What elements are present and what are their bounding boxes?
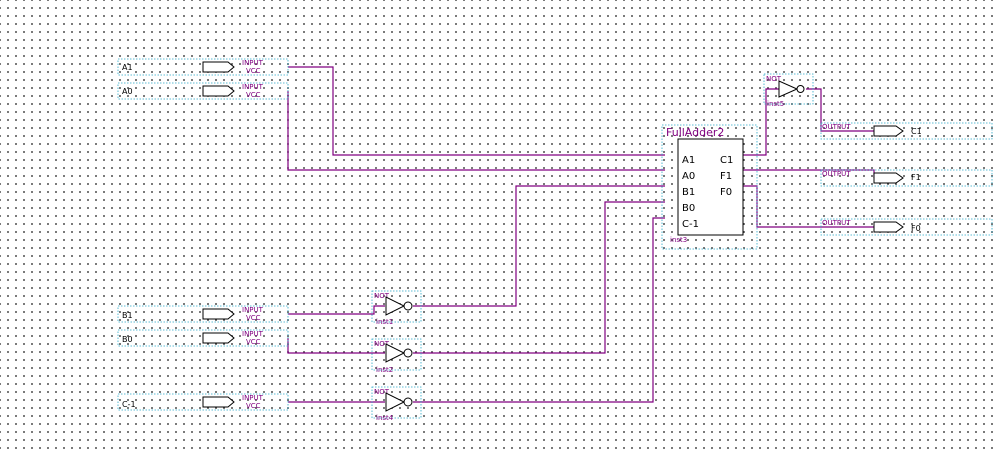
not-gate-bubble — [403, 348, 413, 358]
full-adder-body — [677, 138, 744, 236]
input-pin-frame — [117, 393, 289, 411]
not-gate-frame — [371, 338, 422, 371]
not-gate-bubble — [403, 301, 413, 311]
not-gate-frame — [371, 290, 422, 323]
output-pin-symbol — [873, 172, 904, 184]
input-pin-sub: VCC — [246, 338, 261, 346]
output-pin-symbol — [873, 221, 904, 233]
not-gate-symbol — [385, 296, 406, 316]
input-pin-frame — [117, 329, 289, 347]
wire-in-b0 — [287, 338, 385, 354]
input-pin-name: B0 — [122, 335, 133, 344]
input-pin-name: B1 — [122, 311, 133, 320]
adder-port-b1: B1 — [682, 187, 695, 198]
input-pin-c-1[interactable]: C-1 INPUT VCC — [117, 393, 289, 411]
adder-port-a1: A1 — [682, 155, 695, 166]
not-gate-frame — [763, 73, 814, 105]
full-adder-block[interactable]: FullAdder2 A1 A0 B1 B0 C-1 C1 F1 F0 inst… — [661, 124, 758, 250]
input-pin-symbol — [202, 332, 235, 344]
output-pin-f1[interactable]: OUTPUT F1 — [820, 169, 993, 187]
input-pin-sub: VCC — [246, 91, 261, 99]
wires — [287, 66, 875, 403]
not-gate-inst: inst1 — [376, 318, 393, 326]
not-gate-frame — [371, 386, 422, 419]
not-gate-inst2[interactable]: NOT inst2 — [371, 338, 422, 374]
input-pin-frame — [117, 82, 289, 100]
adder-port-f0: F0 — [720, 187, 732, 198]
wire-a0 — [287, 91, 665, 171]
input-pin-symbol — [202, 61, 235, 73]
not-gate-label: NOT — [374, 292, 390, 300]
input-pin-tag: INPUT — [242, 59, 264, 67]
wire-b0 — [413, 201, 665, 354]
wire-f1 — [743, 169, 875, 178]
output-pin-tag: OUTPUT — [822, 123, 851, 131]
wire-not-to-c1 — [806, 88, 874, 132]
not-gate-inst5[interactable]: NOT inst5 — [763, 73, 814, 108]
input-pin-sub: VCC — [246, 402, 261, 410]
output-pin-symbol — [873, 125, 904, 137]
output-pin-c1[interactable]: OUTPUT C1 — [820, 122, 993, 140]
not-gate-inst1[interactable]: NOT inst1 — [371, 290, 422, 326]
adder-port-c1: C1 — [720, 155, 733, 166]
input-pin-tag: INPUT — [242, 330, 264, 338]
output-pin-name: F0 — [911, 224, 921, 233]
not-gate-label: NOT — [374, 340, 390, 348]
not-gate-inst: inst2 — [376, 366, 393, 374]
output-pin-frame — [820, 169, 993, 187]
input-pin-tag: INPUT — [242, 306, 264, 314]
wire-c1-to-not — [743, 88, 779, 156]
output-pin-frame — [820, 218, 993, 236]
output-pin-tag: OUTPUT — [822, 170, 851, 178]
not-gate-label: NOT — [766, 75, 782, 83]
input-pin-name: A0 — [122, 87, 133, 96]
wire-f0 — [743, 185, 874, 228]
adder-port-f1: F1 — [720, 171, 732, 182]
input-pin-name: C-1 — [122, 400, 136, 409]
input-pin-b0[interactable]: B0 INPUT VCC — [117, 329, 289, 347]
input-pin-tag: INPUT — [242, 83, 264, 91]
input-pin-a1[interactable]: A1 INPUT VCC — [117, 58, 289, 76]
not-gate-symbol — [385, 392, 406, 412]
input-pin-name: A1 — [122, 63, 133, 72]
adder-port-b0: B0 — [682, 203, 695, 214]
input-pin-symbol — [202, 308, 235, 320]
input-pin-frame — [117, 58, 289, 76]
full-adder-title: FullAdder2 — [666, 126, 724, 139]
not-gate-bubble — [796, 85, 805, 93]
input-pin-symbol — [202, 396, 235, 408]
wire-a1 — [288, 66, 665, 156]
not-gate-label: NOT — [374, 388, 390, 396]
output-pin-tag: OUTPUT — [822, 219, 851, 227]
not-gate-symbol — [385, 343, 406, 363]
input-pin-symbol — [202, 85, 235, 97]
full-adder-frame — [661, 124, 758, 250]
output-pin-f0[interactable]: OUTPUT F0 — [820, 218, 993, 236]
output-pin-name: C1 — [911, 127, 922, 136]
wire-c-1 — [413, 217, 665, 403]
input-pin-sub: VCC — [246, 314, 261, 322]
adder-port-a0: A0 — [682, 171, 695, 182]
not-gate-bubble — [403, 397, 413, 407]
output-pin-name: F1 — [911, 173, 921, 182]
input-pin-tag: INPUT — [242, 394, 264, 402]
wire-b1 — [413, 185, 665, 307]
input-pin-b1[interactable]: B1 INPUT VCC — [117, 305, 289, 323]
input-pin-frame — [117, 305, 289, 323]
not-gate-symbol — [778, 80, 799, 98]
not-gate-inst4[interactable]: NOT inst4 — [371, 386, 422, 422]
adder-port-c-1: C-1 — [682, 219, 699, 230]
not-gate-inst: inst4 — [376, 414, 394, 422]
wire-in-b1 — [288, 305, 385, 315]
not-gate-inst: inst5 — [767, 100, 784, 108]
full-adder-inst: inst3 — [670, 236, 687, 244]
input-pin-a0[interactable]: A0 INPUT VCC — [117, 82, 289, 100]
input-pin-sub: VCC — [246, 67, 261, 75]
output-pin-frame — [820, 122, 993, 140]
